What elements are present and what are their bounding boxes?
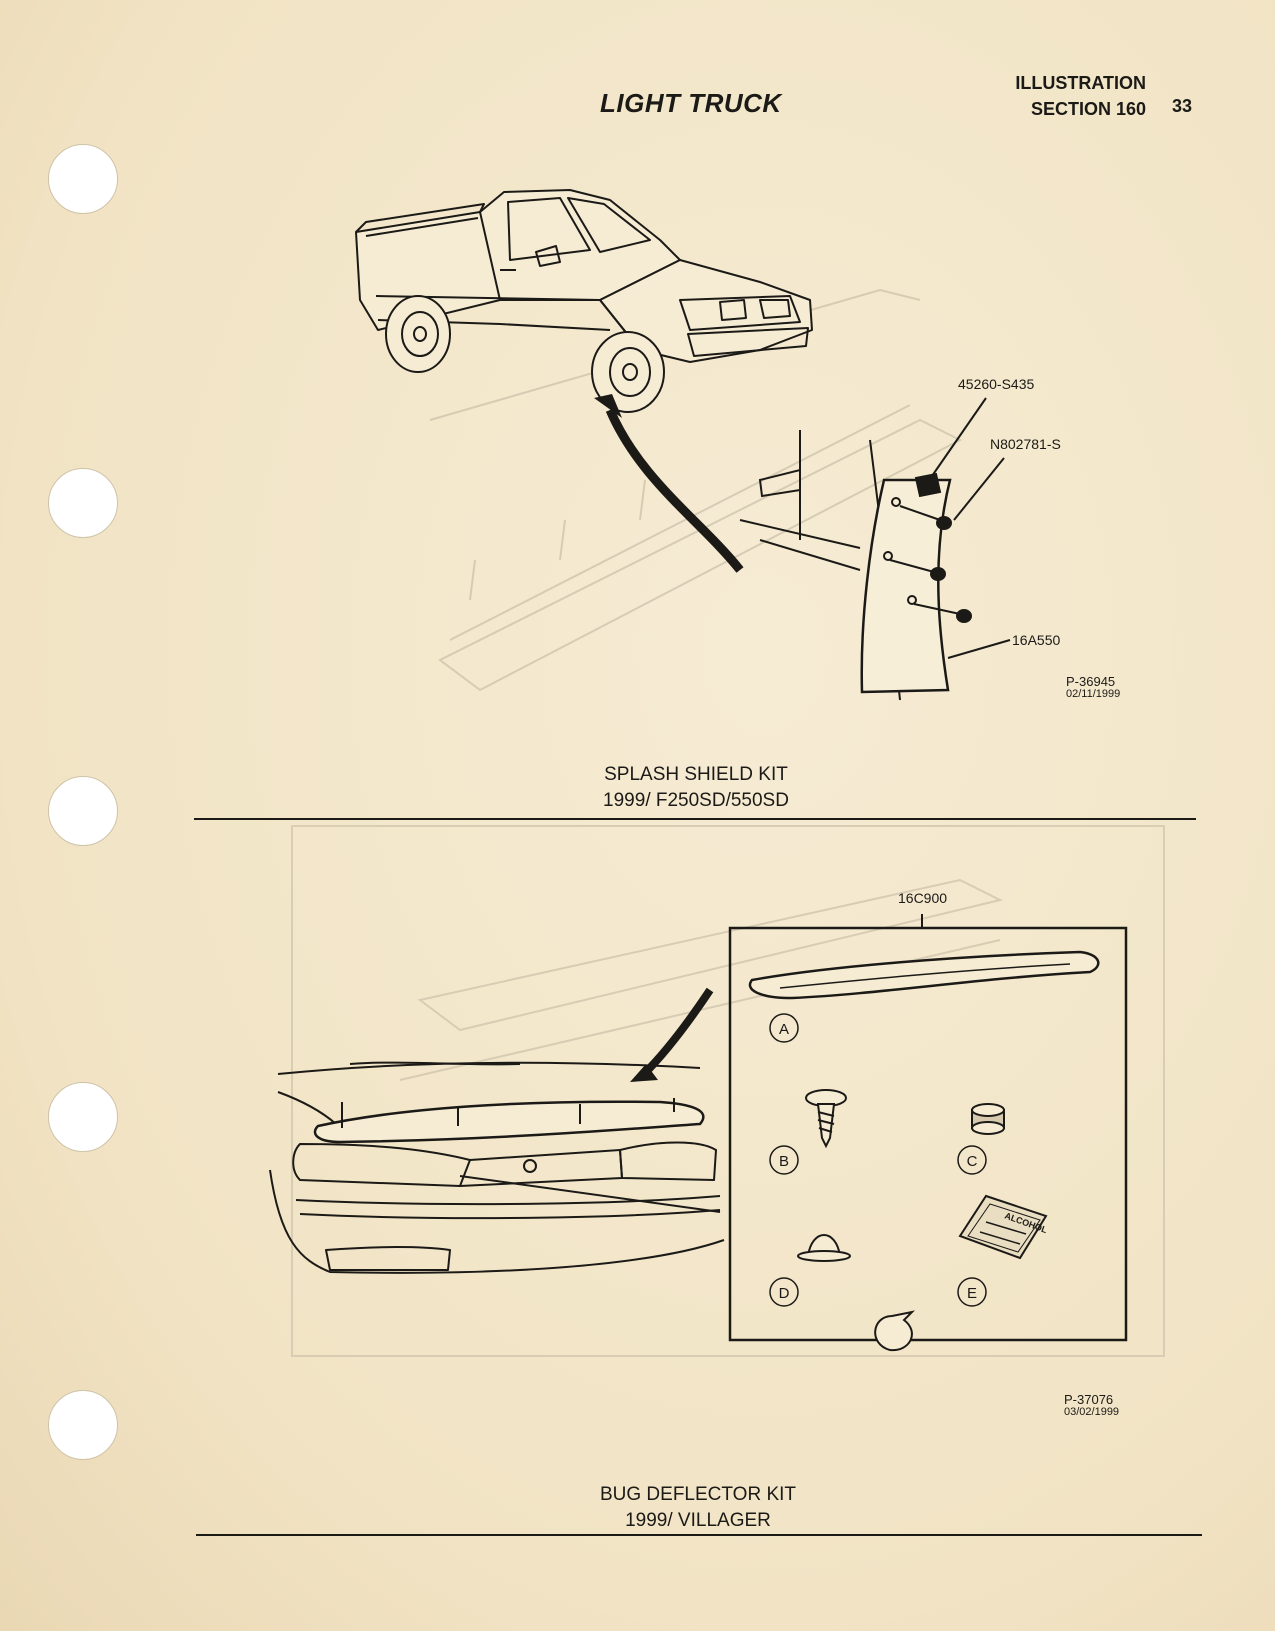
pickup-truck-drawing [355,189,813,413]
grommet-part-drawing [971,1103,1005,1135]
item-a-letter: A [779,1021,789,1038]
figure1-caption-title: SPLASH SHIELD KIT [604,764,788,785]
ghost-bleed-through [291,825,1165,1357]
section-number: SECTION 160 [1030,99,1146,119]
callout-screw-part: N802781-S [990,436,1061,452]
item-b-letter: B [779,1153,789,1170]
deflector-arrow-head [630,1064,658,1082]
figure2-reference-code: P-37076 [1064,1392,1114,1407]
villager-front-drawing [269,1061,725,1274]
figure2-reference-date: 03/02/1999 [1064,1406,1120,1418]
ghost-running-board [429,288,963,692]
section-label: ILLUSTRATION [1015,73,1146,93]
figure1-caption: SPLASH SHIELD KIT 1999/ F250SD/550SD [496,762,896,814]
item-a-marker [769,1013,799,1043]
item-e-marker [957,1277,987,1307]
item-d-marker [769,1277,799,1307]
binder-hole-3 [48,776,118,846]
arrow-head [594,394,622,418]
binder-hole-5 [48,1390,118,1460]
item-d-letter: D [779,1285,790,1302]
section-heading: ILLUSTRATION SECTION 160 [1000,70,1146,122]
round-pad-drawing [874,1310,916,1352]
callout-shield-part: 16A550 [1012,632,1061,648]
pointer-arrow [605,408,744,573]
item-e-letter: E [967,1285,977,1302]
divider-rule-2 [196,1534,1202,1536]
figure1-reference-date: 02/11/1999 [1066,688,1121,700]
kit-contents-box [728,926,1128,1342]
binder-hole-1 [48,144,118,214]
callout-bracket-part: 45260-S435 [958,376,1035,392]
figure1-reference-code: P-36945 [1066,674,1116,689]
page-number: 33 [1172,96,1193,116]
clip-part-drawing [797,1234,851,1262]
item-b-marker [769,1145,799,1175]
figure2-caption-model: 1999/ VILLAGER [625,1510,771,1531]
callout-deflector-part: 16C900 [898,890,948,906]
figure1-caption-model: 1999/ F250SD/550SD [603,790,789,811]
item-c-letter: C [967,1153,978,1170]
figure1-reference: P-36945 02/11/1999 [1066,674,1121,700]
page-title: LIGHT TRUCK [600,88,782,118]
item-c-marker [957,1145,987,1175]
figure2-caption: BUG DEFLECTOR KIT 1999/ VILLAGER [498,1482,898,1534]
figure2-reference: P-37076 03/02/1999 [1064,1392,1120,1418]
binder-hole-4 [48,1082,118,1152]
figure2-caption-title: BUG DEFLECTOR KIT [599,1484,796,1505]
deflector-pointer-arrow [641,987,714,1077]
divider-rule-1 [194,818,1196,820]
shield-detail-drawing [739,397,1011,701]
screw-part-drawing [805,1089,847,1149]
alcohol-wipe-drawing [958,1194,1048,1260]
binder-hole-2 [48,468,118,538]
